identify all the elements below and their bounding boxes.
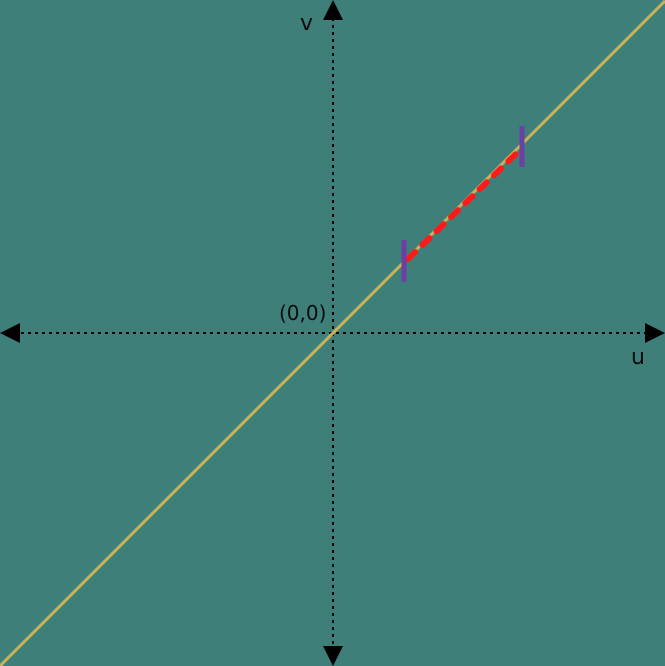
v-axis-top-arrow xyxy=(323,0,343,20)
origin-label: (0,0) xyxy=(279,301,326,325)
u-axis-label: u xyxy=(631,345,645,370)
v-axis-label: v xyxy=(300,11,313,36)
v-axis-bottom-arrow xyxy=(323,646,343,666)
highlighted-segment xyxy=(405,147,523,262)
u-axis-left-arrow xyxy=(0,323,20,343)
u-axis-right-arrow xyxy=(645,323,665,343)
